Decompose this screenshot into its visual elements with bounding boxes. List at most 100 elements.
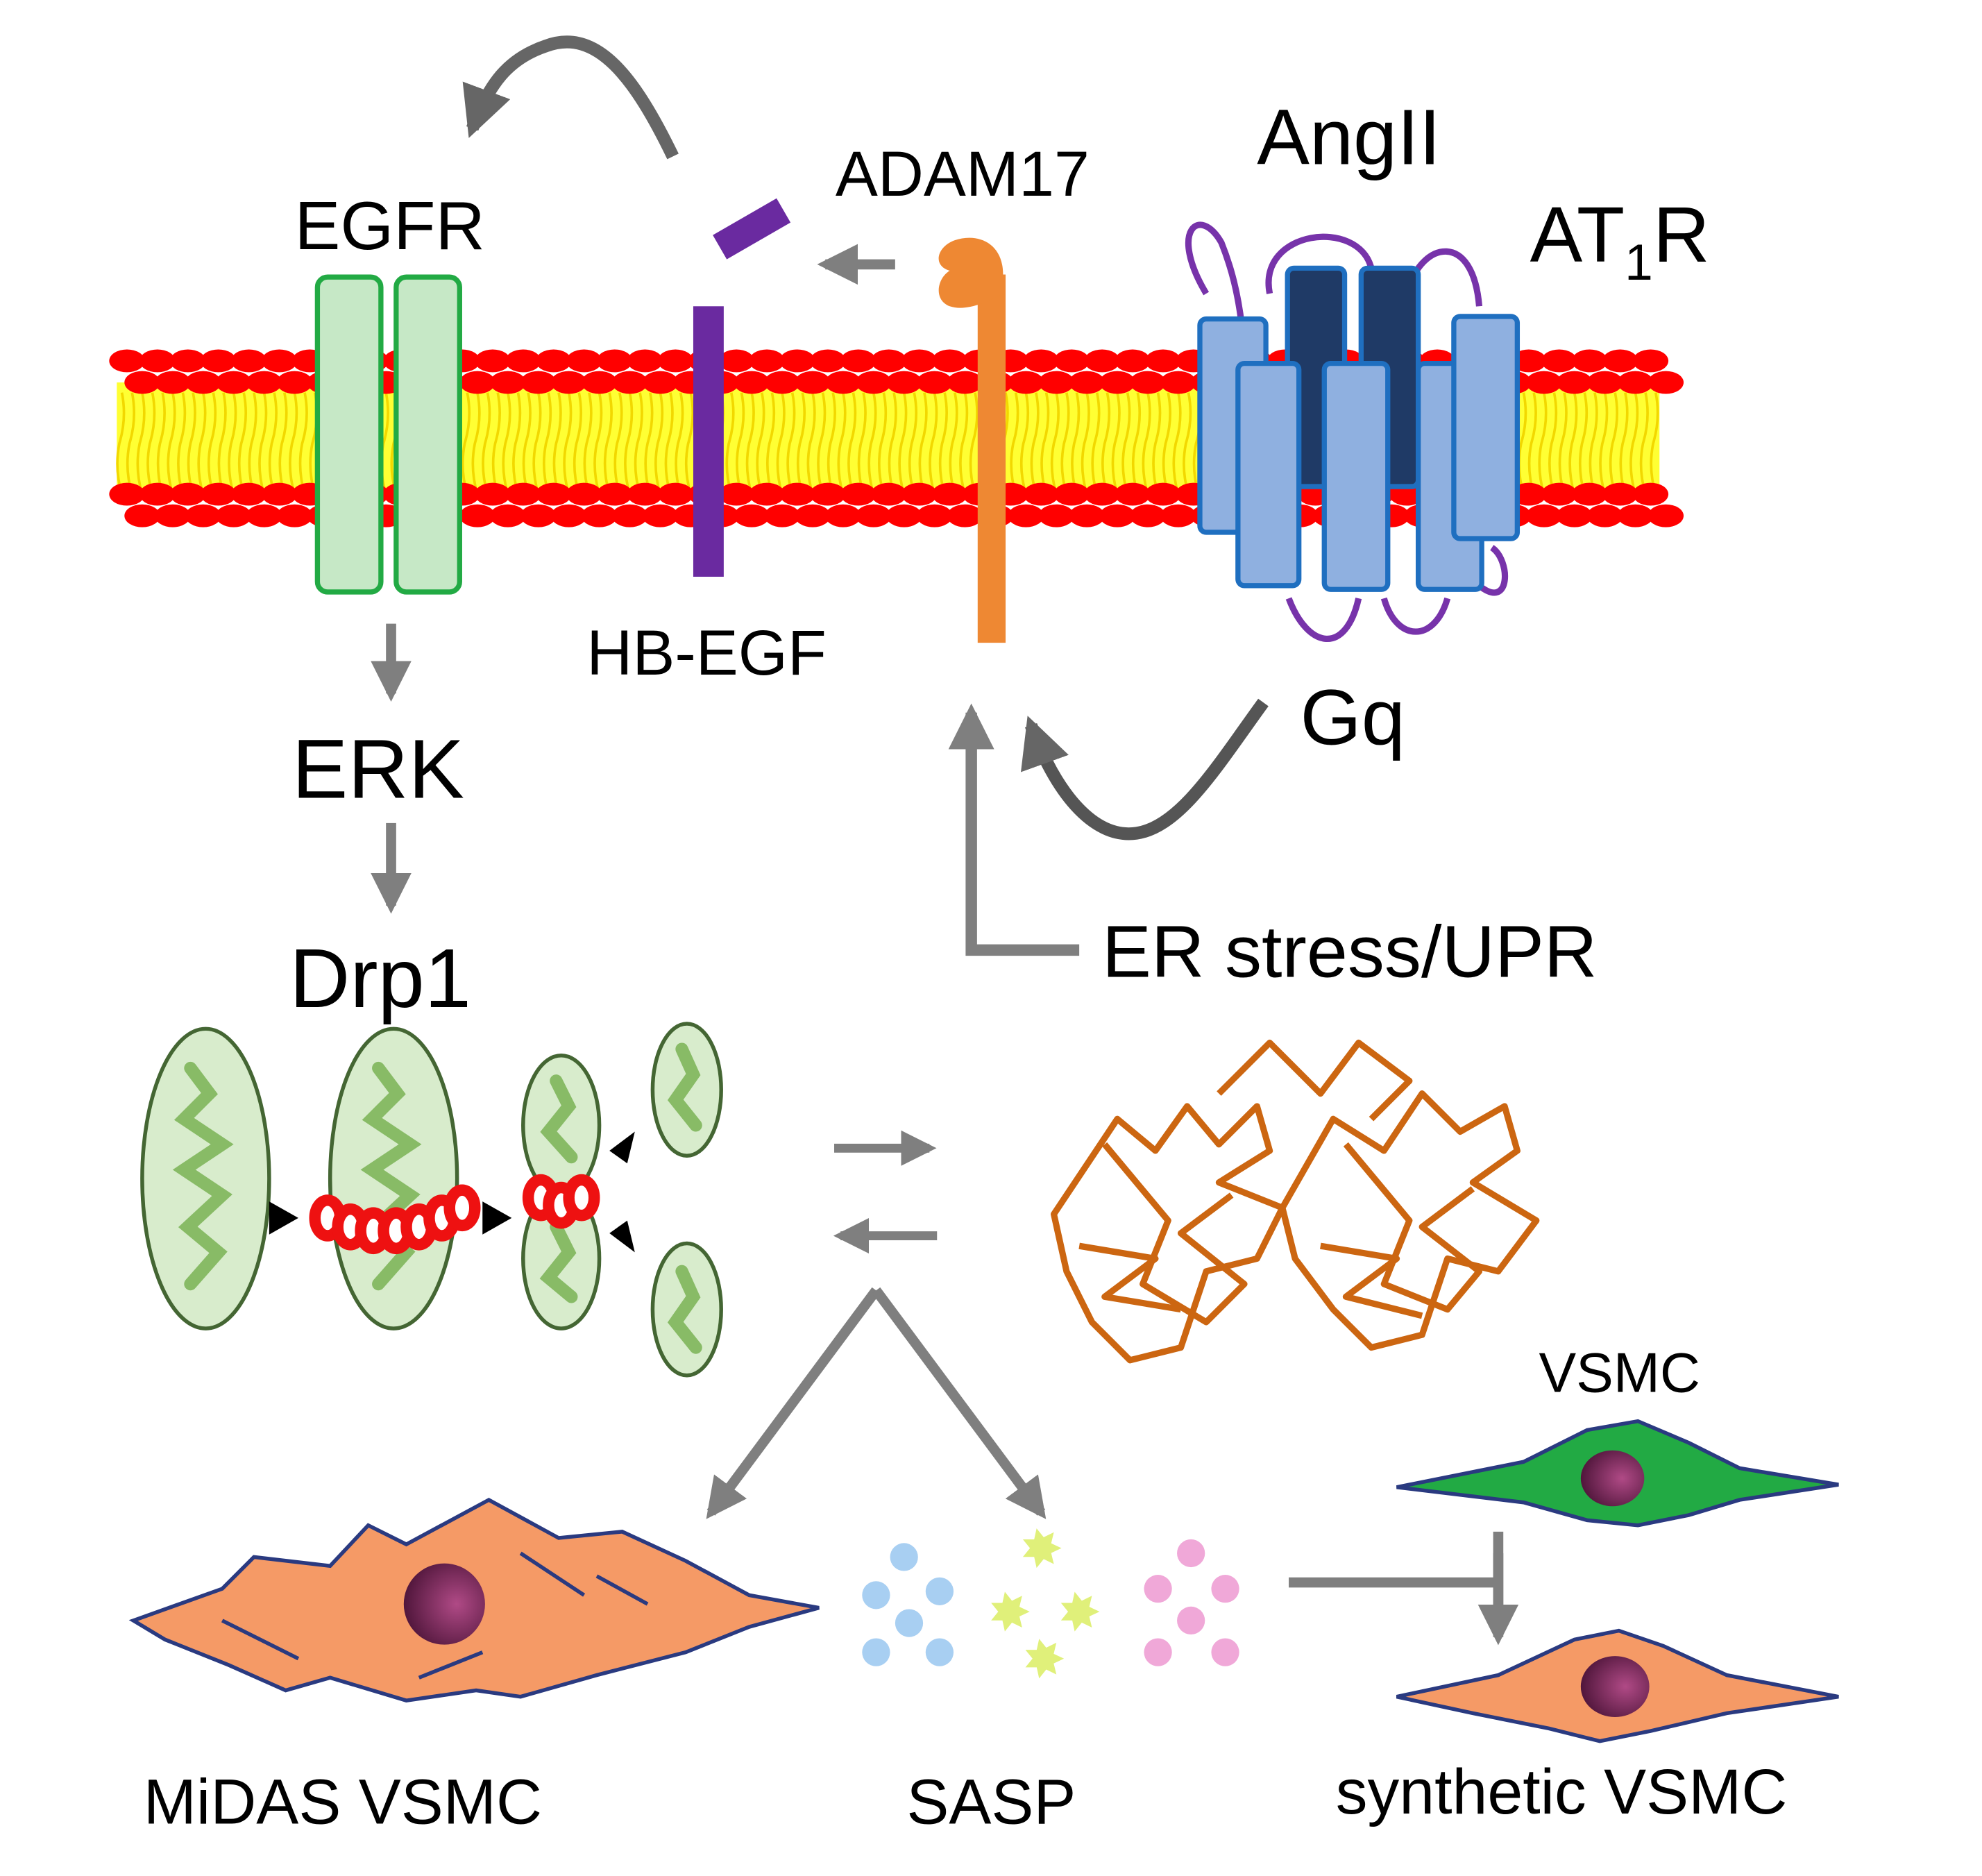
lipid-head — [1145, 349, 1181, 373]
lipid-head — [139, 482, 176, 506]
at1r-label-main: AT — [1530, 191, 1625, 279]
lipid-head — [505, 349, 541, 373]
lipid-tail — [613, 392, 623, 495]
sasp-star — [1022, 1528, 1062, 1569]
lipid-tail — [624, 392, 634, 495]
lipid-tail — [949, 392, 958, 495]
lipid-head — [109, 349, 145, 373]
lipid-head — [627, 482, 663, 506]
hb-egf — [693, 198, 791, 577]
inhibition-arrow — [1289, 1553, 1504, 1612]
lipid-head — [109, 482, 145, 506]
lipid-tail — [1081, 392, 1090, 495]
lipid-head — [611, 504, 648, 527]
sasp-label: SASP — [906, 1767, 1076, 1838]
lipid-head — [1617, 371, 1654, 394]
sasp-star — [991, 1591, 1030, 1632]
lipid-tail — [563, 392, 573, 495]
lipid-head — [201, 482, 237, 506]
lipid-tail — [156, 392, 166, 495]
lipid-head — [596, 349, 633, 373]
lipid-tail — [1639, 392, 1649, 495]
lipid-tail — [1162, 392, 1171, 495]
lipid-tail — [938, 392, 948, 495]
lipid-head — [1632, 482, 1669, 506]
lipid-head — [459, 504, 496, 527]
lipid-head — [1008, 371, 1044, 394]
lipid-head — [170, 482, 206, 506]
lipid-tail — [1558, 392, 1568, 495]
lipid-head — [139, 349, 176, 373]
lipid-head — [261, 482, 298, 506]
lipid-tail — [1101, 392, 1111, 495]
lipid-tail — [593, 392, 603, 495]
arrow-er-stress-to-adam17 — [948, 703, 1080, 956]
lipid-head — [840, 482, 876, 506]
lipid-tail — [1131, 392, 1142, 495]
lipid-head — [1160, 504, 1196, 527]
hb-egf-label: HB-EGF — [586, 618, 827, 688]
lipid-tail — [644, 392, 654, 495]
lipid-head — [627, 349, 663, 373]
lipid-head — [246, 371, 282, 394]
lipid-head — [581, 371, 618, 394]
lipid-tail — [197, 392, 207, 495]
lipid-tail — [237, 392, 248, 495]
lipid-head — [1115, 482, 1151, 506]
drp1-ring — [563, 1174, 600, 1222]
adam17-protein — [938, 237, 1006, 643]
sasp-factors — [862, 1528, 1239, 1679]
lipid-head — [216, 504, 252, 527]
lipid-tail — [847, 392, 857, 495]
lipid-head — [1115, 349, 1151, 373]
lipid-head — [261, 349, 298, 373]
lipid-head — [901, 349, 938, 373]
lipid-tail — [806, 392, 816, 495]
mito-cristae — [172, 1042, 702, 1354]
erk-label: ERK — [292, 722, 464, 816]
lipid-head — [1541, 349, 1577, 373]
at1r-label-end: R — [1653, 191, 1710, 279]
lipid-tail — [817, 392, 827, 495]
lipid-head — [475, 349, 511, 373]
lipid-head — [1557, 371, 1593, 394]
lipid-head — [1008, 504, 1044, 527]
lipid-head — [216, 371, 252, 394]
lipid-head — [947, 371, 983, 394]
lipid-tail — [187, 392, 196, 495]
lipid-tail — [1568, 392, 1578, 495]
lipid-tail — [827, 392, 836, 495]
lipid-tail — [258, 392, 268, 495]
lipid-head — [856, 504, 892, 527]
lipid-head — [1084, 482, 1120, 506]
lipid-tail — [675, 392, 684, 495]
lipid-tail — [512, 392, 522, 495]
lipid-tail — [969, 392, 979, 495]
lipid-head — [566, 349, 602, 373]
gq-label: Gq — [1301, 673, 1405, 761]
lipid-head — [871, 482, 907, 506]
sasp-star — [1060, 1591, 1100, 1632]
lipid-tail — [664, 392, 674, 495]
lipid-tail — [1071, 392, 1081, 495]
lipid-tail — [684, 392, 695, 495]
egfr-label: EGFR — [294, 187, 484, 264]
protein-aggregate — [1050, 1039, 1540, 1364]
lipid-tail — [491, 392, 501, 495]
lipid-head — [230, 482, 267, 506]
lipid-tail — [756, 392, 765, 495]
lipid-tail — [857, 392, 867, 495]
lipid-head — [551, 371, 587, 394]
lipid-tail — [878, 392, 888, 495]
lipid-head — [155, 504, 191, 527]
lipid-head — [657, 349, 693, 373]
lipid-tail — [776, 392, 786, 495]
lipid-head — [931, 482, 968, 506]
lipid-tail — [1518, 392, 1527, 495]
lipid-head — [1648, 504, 1684, 527]
lipid-tail — [908, 392, 918, 495]
lipid-tail — [1019, 392, 1030, 495]
lipid-tail — [217, 392, 227, 495]
lipid-tail — [248, 392, 257, 495]
lipid-tail — [1629, 392, 1639, 495]
